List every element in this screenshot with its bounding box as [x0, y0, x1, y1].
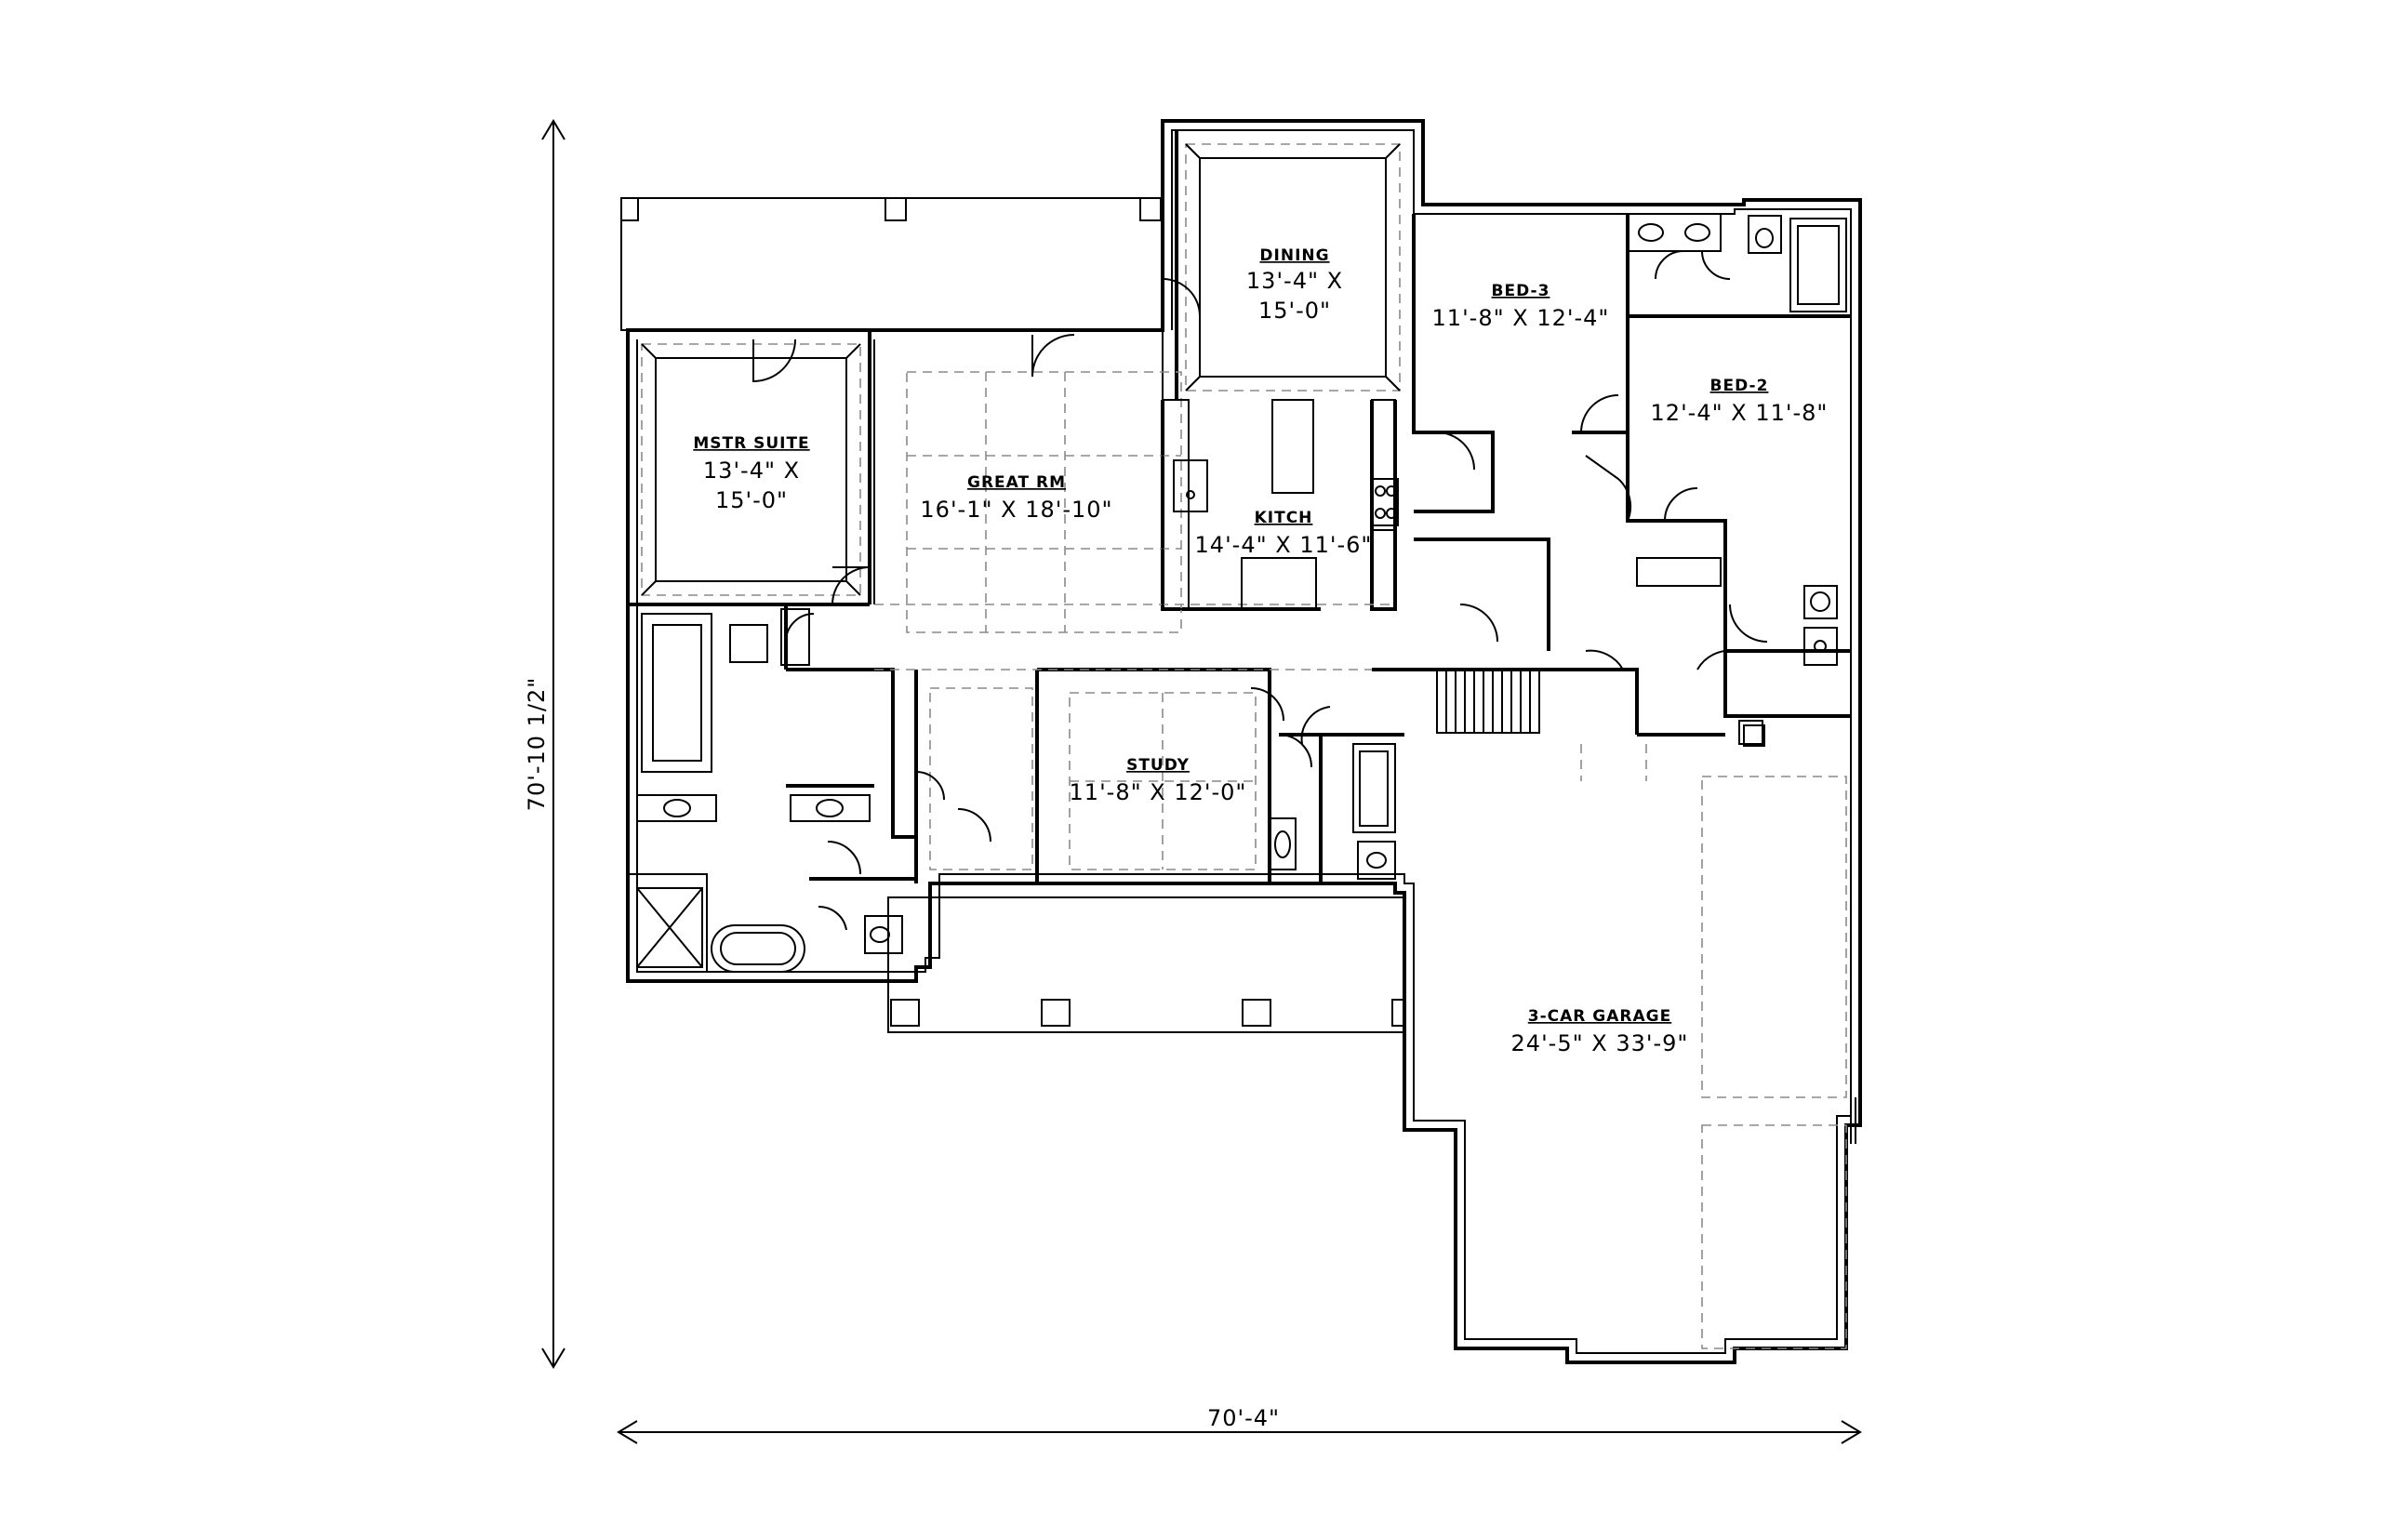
- room-name-mstr-suite: MSTR SUITE: [693, 434, 809, 453]
- room-label-mstr-suite: MSTR SUITE 13'-4" X 15'-0": [693, 434, 809, 513]
- room-size-dining-1: 13'-4" X: [1246, 268, 1343, 294]
- exterior-walls: [626, 119, 1862, 1364]
- room-label-study: STUDY 11'-8" X 12'-0": [1070, 756, 1247, 805]
- dimension-width: [617, 1420, 1862, 1444]
- hall-bath-fixtures: [1269, 743, 1396, 880]
- room-name-garage: 3-CAR GARAGE: [1528, 1007, 1671, 1026]
- room-size-bed2: 12'-4" X 11'-8": [1651, 400, 1829, 426]
- kitchen-fixtures: [1162, 399, 1399, 610]
- room-size-bed3: 11'-8" X 12'-4": [1432, 305, 1610, 331]
- room-name-dining: DINING: [1259, 246, 1329, 265]
- room-label-bed3: BED-3 11'-8" X 12'-4": [1432, 282, 1610, 331]
- room-name-study: STUDY: [1126, 756, 1190, 775]
- room-label-dining: DINING 13'-4" X 15'-0": [1246, 246, 1343, 324]
- room-label-bed2: BED-2 12'-4" X 11'-8": [1651, 377, 1829, 426]
- tray-ceiling-master: [641, 343, 861, 596]
- rear-porch: [620, 197, 1164, 331]
- bed-bath-fixtures: [1627, 213, 1847, 312]
- tray-ceiling-dining: [1185, 143, 1401, 392]
- room-size-garage: 24'-5" X 33'-9": [1511, 1030, 1689, 1056]
- room-label-great-rm: GREAT RM 16'-1" X 18'-10": [920, 473, 1112, 523]
- front-porch: [887, 896, 1406, 1033]
- room-size-study: 11'-8" X 12'-0": [1070, 779, 1247, 805]
- master-bath-fixtures: [636, 608, 903, 973]
- room-label-kitch: KITCH 14'-4" X 11'-6": [1195, 509, 1373, 558]
- dimension-depth: [541, 119, 565, 1369]
- dimension-depth-label: 70'-10 1/2": [524, 677, 550, 812]
- dimension-width-label: 70'-4": [1207, 1405, 1280, 1431]
- room-size-dining-2: 15'-0": [1258, 298, 1331, 324]
- room-size-kitch: 14'-4" X 11'-6": [1195, 532, 1373, 558]
- room-name-bed3: BED-3: [1492, 282, 1550, 300]
- laundry-fixtures: [1636, 557, 1838, 745]
- room-label-garage: 3-CAR GARAGE 24'-5" X 33'-9": [1511, 1007, 1689, 1056]
- room-name-great-rm: GREAT RM: [967, 473, 1066, 492]
- room-size-great-rm: 16'-1" X 18'-10": [920, 497, 1112, 523]
- stairs: [1445, 671, 1531, 733]
- ceiling-lines: [874, 371, 1847, 1349]
- doors: [752, 250, 1768, 931]
- garage-details: [1743, 724, 1856, 1144]
- room-name-bed2: BED-2: [1710, 377, 1769, 395]
- room-name-kitch: KITCH: [1255, 509, 1313, 527]
- room-size-mstr-suite-1: 13'-4" X: [703, 458, 800, 484]
- room-size-mstr-suite-2: 15'-0": [715, 487, 788, 513]
